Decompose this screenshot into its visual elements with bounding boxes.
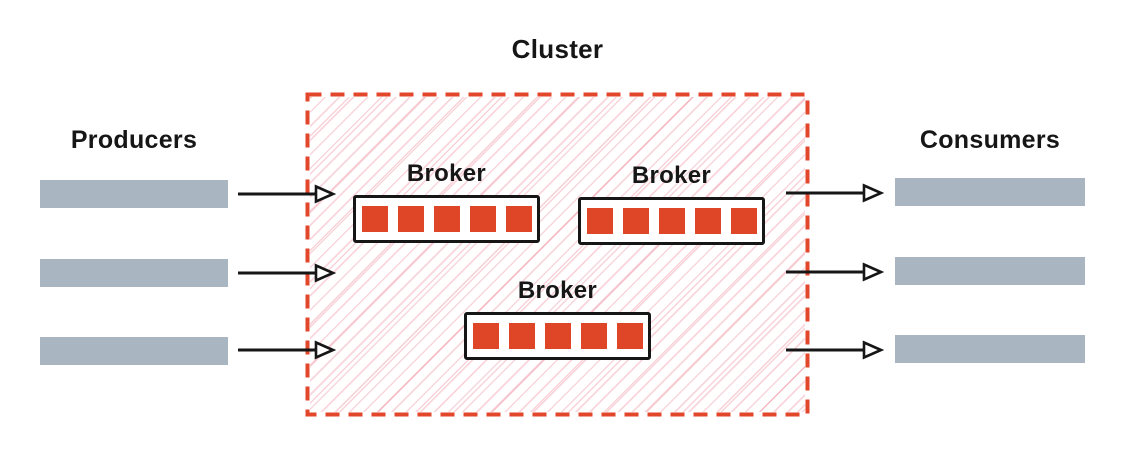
arrow-right-icon: [238, 184, 336, 204]
consumers-label: Consumers: [919, 126, 1061, 154]
producers-label: Producers: [70, 126, 198, 154]
cluster-title: Cluster: [511, 34, 604, 64]
broker-label: Broker: [517, 277, 598, 304]
consumer-bar: [895, 178, 1085, 206]
broker-label: Broker: [406, 160, 487, 187]
partition-square: [730, 208, 757, 234]
partition-square: [694, 208, 721, 234]
consumer-bar: [895, 257, 1085, 285]
cluster-dashed-border-icon: [305, 92, 810, 417]
producer-bars: [40, 180, 228, 365]
partition-square: [544, 323, 571, 349]
arrow-right-icon: [786, 340, 884, 360]
consumer-bars: [895, 178, 1085, 364]
partition-square: [658, 208, 685, 234]
partition-square: [397, 206, 424, 232]
producer-bar: [40, 337, 228, 365]
partition-row: [578, 197, 765, 245]
producer-bar: [40, 180, 228, 208]
partition-square: [433, 206, 460, 232]
partition-square: [586, 208, 613, 234]
partition-square: [622, 208, 649, 234]
consumer-bar: [895, 335, 1085, 363]
partition-square: [469, 206, 496, 232]
arrow-right-icon: [786, 262, 884, 282]
broker-node: Broker: [464, 277, 651, 360]
partition-square: [508, 323, 535, 349]
partition-square: [361, 206, 388, 232]
broker-node: Broker: [353, 160, 540, 243]
partition-square: [505, 206, 532, 232]
partition-row: [353, 195, 540, 243]
cluster-boundary: [305, 92, 810, 417]
partition-square: [472, 323, 499, 349]
arrow-right-icon: [786, 183, 884, 203]
arrow-right-icon: [238, 263, 336, 283]
broker-label: Broker: [631, 162, 712, 189]
broker-node: Broker: [578, 162, 765, 245]
partition-row: [464, 312, 651, 360]
arrow-right-icon: [238, 340, 336, 360]
partition-square: [616, 323, 643, 349]
partition-square: [580, 323, 607, 349]
producer-bar: [40, 259, 228, 287]
